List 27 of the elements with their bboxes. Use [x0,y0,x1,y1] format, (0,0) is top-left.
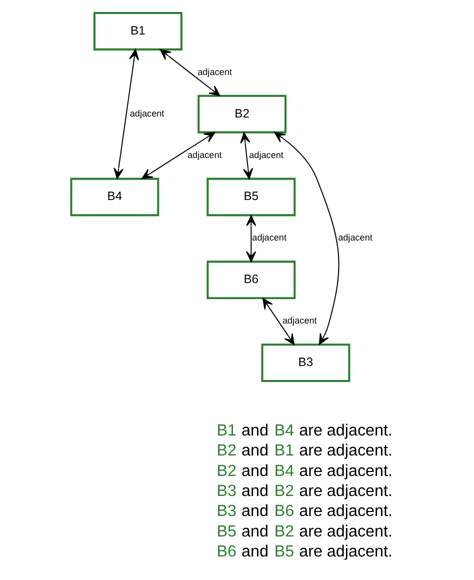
node-box: B3 [260,343,350,382]
arrow [262,297,294,345]
node-box: B1 [92,12,182,50]
node-box: B5 [206,177,296,216]
edge-label: adjacent [186,149,222,160]
arrow [140,131,215,179]
label: B1 and B4 are adjacent. [216,420,392,439]
edge-label: adjacent [129,108,164,118]
node-box: B6 [206,260,296,299]
edge-label: adjacent [252,232,286,242]
label: B3 and B2 are adjacent. [216,481,392,500]
edge-label: adjacent [197,66,232,76]
arrow [274,132,339,344]
edge-label: adjacent [338,232,372,242]
arrow [240,132,253,179]
label: B2 and B1 are adjacent. [216,441,392,460]
label: B5 and B2 are adjacent. [216,522,392,540]
node-box: B4 [70,177,159,216]
arrow [113,48,139,179]
node-box: B2 [197,94,286,133]
arrow [159,48,220,96]
label: B6 and B5 are adjacent. [216,542,392,560]
arrow [246,214,256,262]
edge-label: adjacent [282,315,316,326]
label: B2 and B4 are adjacent. [216,461,392,480]
label: B3 and B6 are adjacent. [216,502,392,520]
edge-label: adjacent [248,149,283,160]
